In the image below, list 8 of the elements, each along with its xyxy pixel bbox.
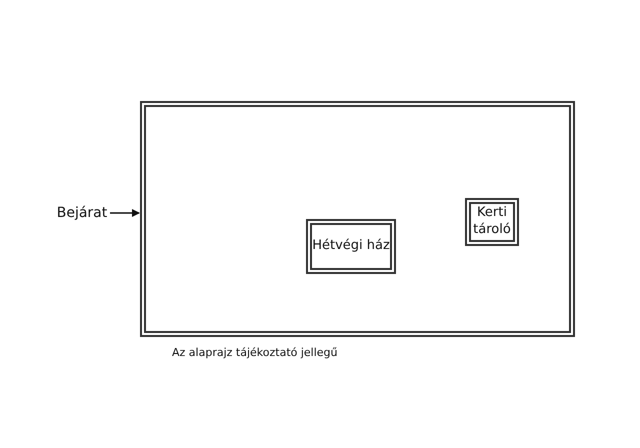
caption: Az alaprajz tájékoztató jellegű (172, 346, 338, 359)
arrow (110, 209, 140, 217)
plot-outline (140, 101, 575, 337)
room-label: Hétvégi ház (312, 238, 390, 255)
building-outline (465, 198, 519, 246)
building-outline (306, 219, 396, 274)
room-label: Kerti tároló (472, 205, 512, 239)
entrance-label: Bejárat (56, 203, 108, 223)
